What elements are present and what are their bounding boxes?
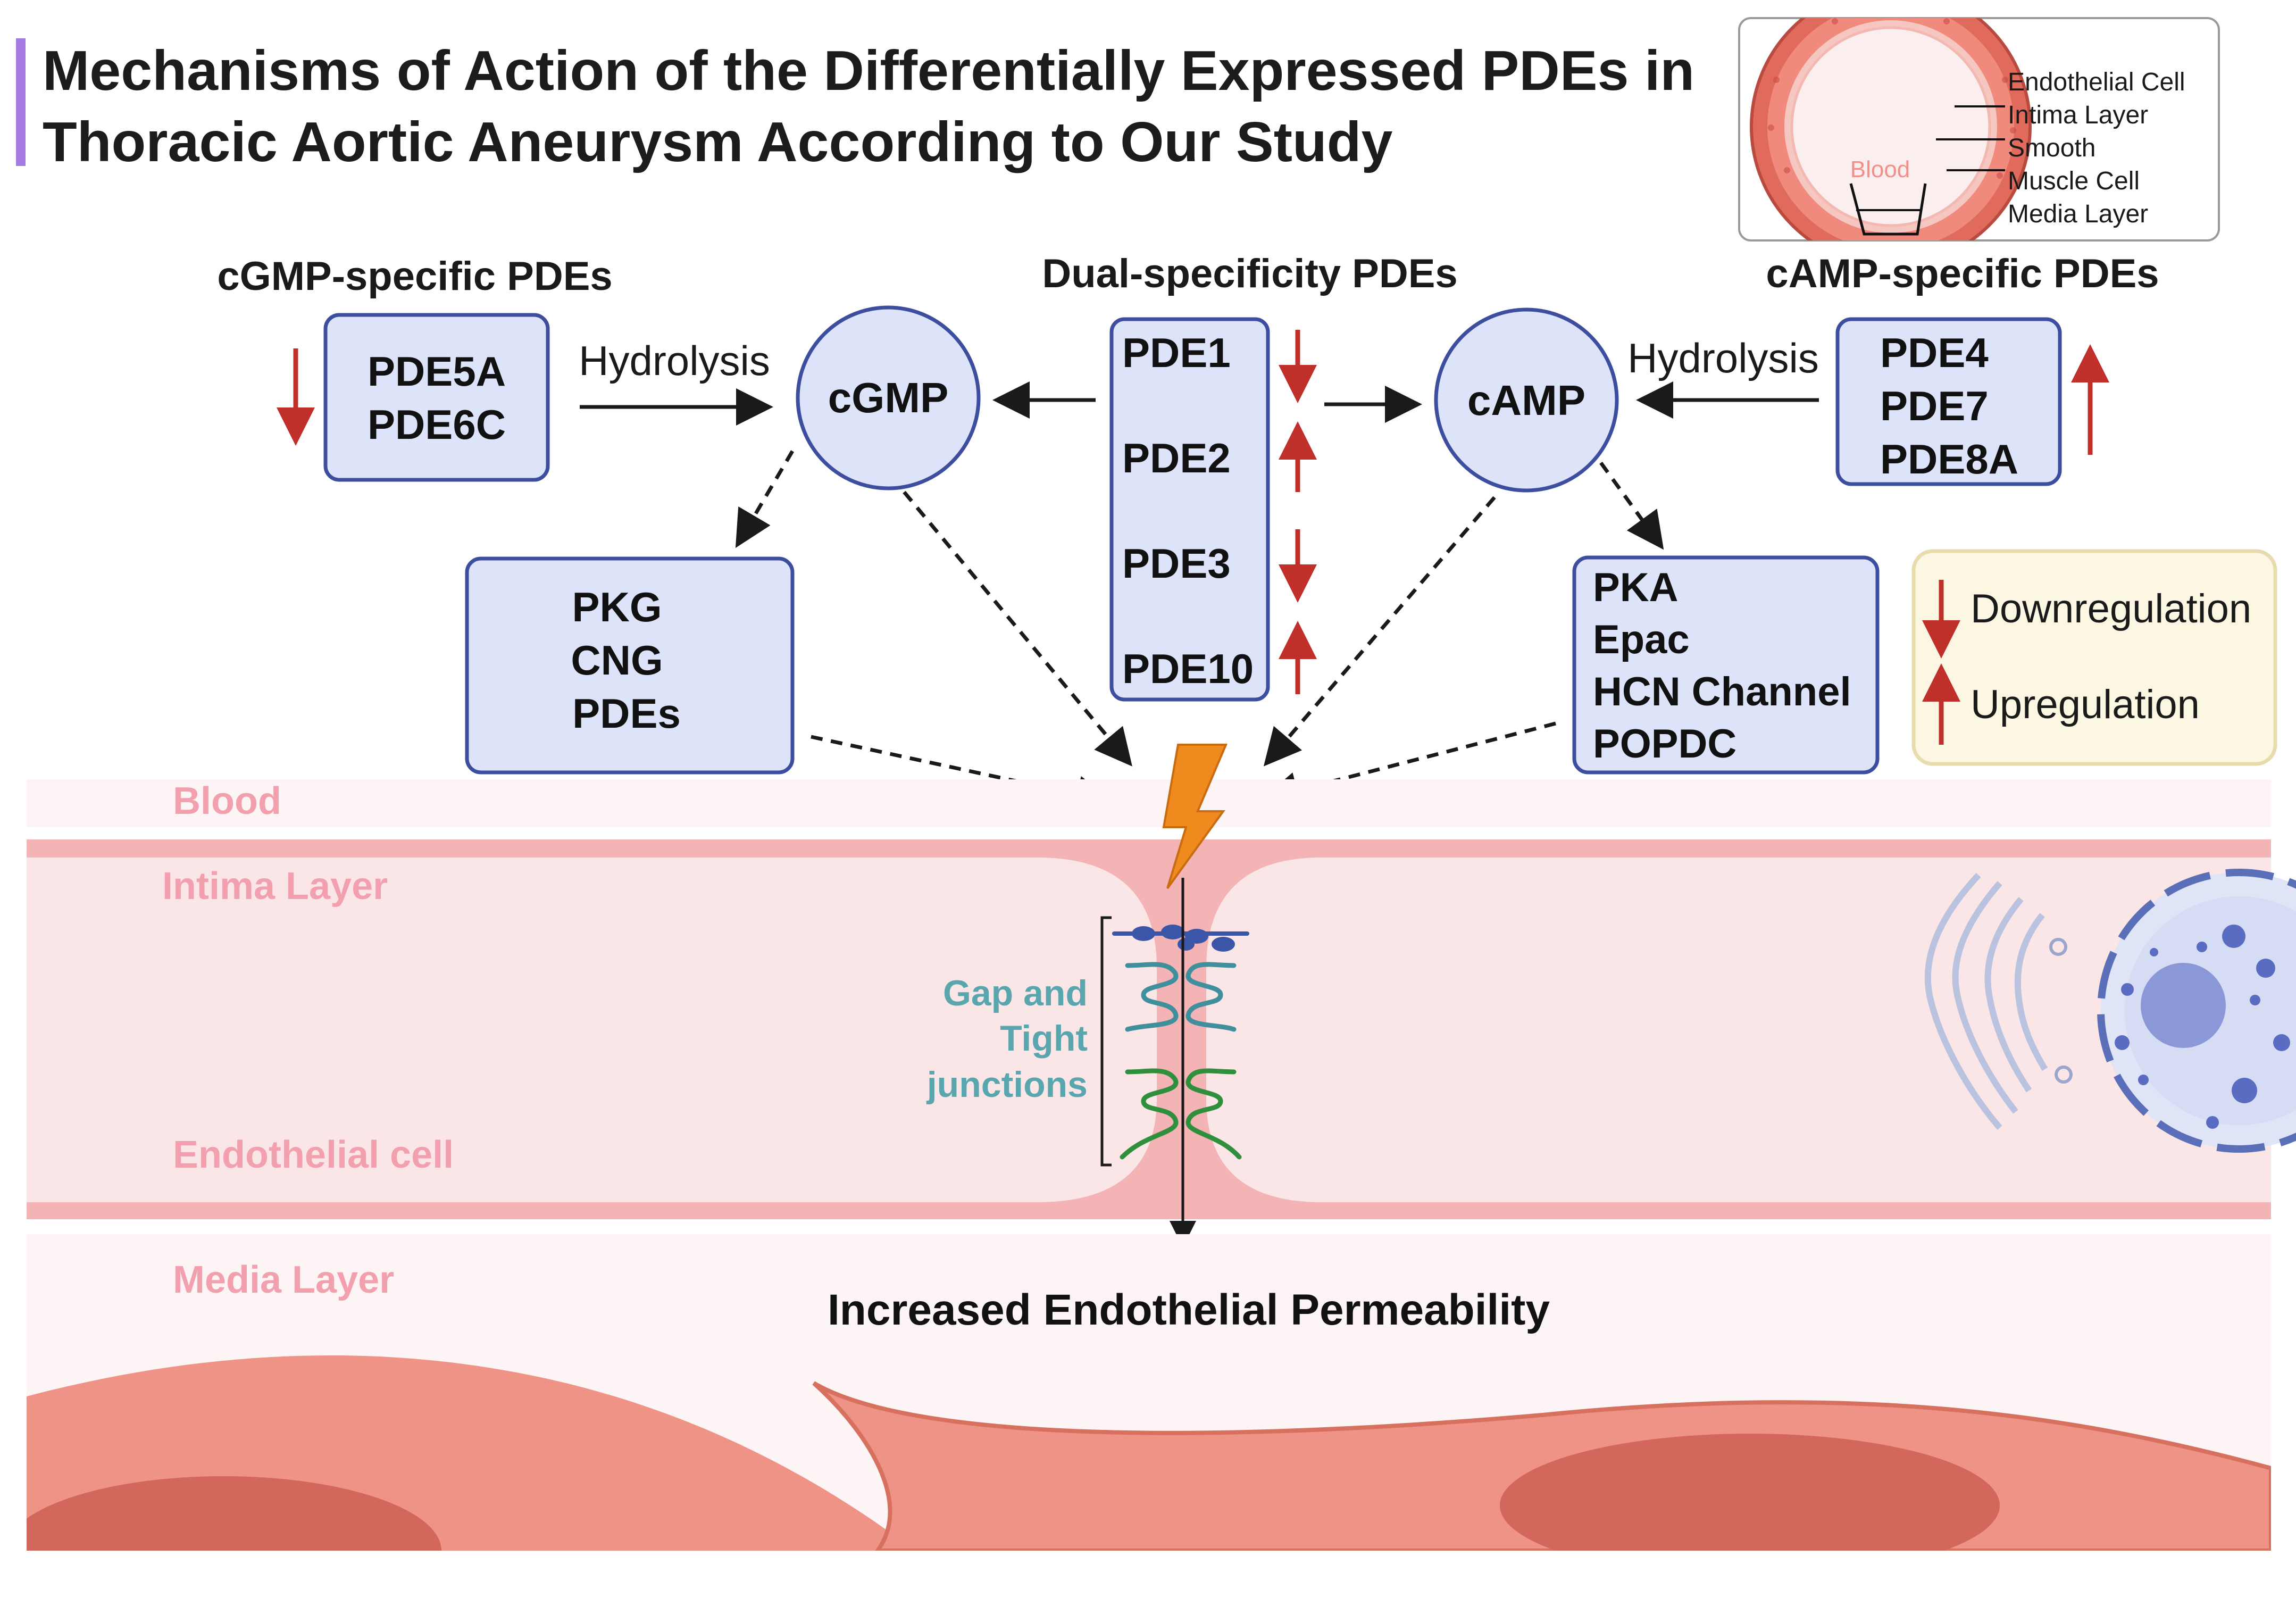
endothelial-label: Endothelial cell bbox=[173, 1134, 454, 1176]
dual-group-heading: Dual-specificity PDEs bbox=[1042, 251, 1457, 296]
legend-down-label: Downregulation bbox=[1971, 586, 2251, 631]
blood-band bbox=[27, 779, 2271, 827]
cgmp-to-effectors-arrow bbox=[735, 450, 795, 548]
endothelial-cell-right bbox=[1206, 858, 2271, 1202]
junction-bracket bbox=[1100, 916, 1112, 1167]
blood-label: Blood bbox=[173, 780, 281, 822]
inset-layer-2: Intima Layer bbox=[2008, 101, 2148, 129]
vessel-cross-section-icon: Blood Endothelial Cell Intima Layer Smoo… bbox=[1738, 17, 2220, 242]
camp-messenger bbox=[1434, 307, 1619, 493]
inset-layer-5: Media Layer bbox=[2008, 200, 2148, 228]
legend-box bbox=[1911, 549, 2277, 766]
inset-layer-3: Smooth bbox=[2008, 134, 2095, 162]
cgmp-label: cGMP bbox=[828, 374, 949, 421]
camp-to-effectors-arrow bbox=[1599, 461, 1664, 550]
camp-to-junction-arrow bbox=[1263, 496, 1496, 767]
cgmp-effector-2: CNG bbox=[571, 637, 663, 684]
smooth-muscle-cells bbox=[27, 1355, 2271, 1551]
cgmp-to-junction-arrow bbox=[903, 490, 1132, 767]
camp-effectors-box bbox=[1572, 555, 1880, 775]
cgmp-pde-box bbox=[323, 313, 550, 482]
media-label: Media Layer bbox=[173, 1259, 394, 1301]
endothelial-cell-left bbox=[27, 858, 1157, 1202]
page-title: Mechanisms of Action of the Differential… bbox=[43, 35, 1744, 178]
dual-pde-item-4: PDE10 bbox=[1122, 645, 1254, 692]
junction-label-2: Tight bbox=[1000, 1018, 1088, 1059]
camp-effector-2: Epac bbox=[1593, 617, 1690, 662]
cgmp-pde-item-2: PDE6C bbox=[368, 401, 506, 448]
camp-group-heading: cAMP-specific PDEs bbox=[1766, 251, 2159, 296]
legend-up-label: Upregulation bbox=[1971, 682, 2200, 727]
junction-label-1: Gap and bbox=[943, 973, 1088, 1013]
camp-label: cAMP bbox=[1467, 377, 1585, 424]
camp-pde-item-1: PDE4 bbox=[1880, 329, 1989, 376]
cgmp-effector-1: PKG bbox=[572, 584, 662, 630]
inset-layer-1: Endothelial Cell bbox=[2008, 68, 2185, 96]
dual-pde-item-2: PDE2 bbox=[1122, 435, 1231, 481]
camp-pde-item-3: PDE8A bbox=[1880, 436, 2018, 482]
lightning-bolt-icon bbox=[1162, 744, 1228, 889]
title-accent-bar bbox=[16, 38, 26, 166]
title-line-1: Mechanisms of Action of the Differential… bbox=[43, 39, 1695, 102]
camp-effector-3: HCN Channel bbox=[1593, 669, 1851, 714]
camp-pde-item-2: PDE7 bbox=[1880, 382, 1989, 429]
hydrolysis-left-label: Hydrolysis bbox=[579, 337, 770, 384]
cgmp-effector-3: PDEs bbox=[572, 690, 681, 737]
cgmp-group-heading: cGMP-specific PDEs bbox=[217, 254, 612, 299]
camp-effector-1: PKA bbox=[1593, 565, 1678, 610]
intima-label: Intima Layer bbox=[162, 865, 388, 908]
nucleus-icon bbox=[2097, 869, 2296, 1153]
inset-layer-4: Muscle Cell bbox=[2008, 167, 2140, 195]
cell-organelle-icon bbox=[1924, 872, 2073, 1130]
dual-pde-item-3: PDE3 bbox=[1122, 540, 1231, 587]
cgmp-pde-item-1: PDE5A bbox=[368, 348, 506, 395]
camp-effector-4: POPDC bbox=[1593, 721, 1736, 767]
junction-label-3: junctions bbox=[926, 1064, 1088, 1105]
dual-pde-box bbox=[1109, 317, 1270, 702]
cgmp-effectors-box bbox=[465, 556, 795, 775]
outcome-label: Increased Endothelial Permeability bbox=[828, 1286, 1550, 1334]
title-line-2: Thoracic Aortic Aneurysm According to Ou… bbox=[43, 111, 1393, 173]
hydrolysis-right-label: Hydrolysis bbox=[1627, 335, 1819, 381]
cgmp-messenger bbox=[796, 305, 981, 490]
inset-blood-label: Blood bbox=[1850, 156, 1910, 182]
camp-pde-box bbox=[1835, 317, 2062, 486]
dual-pde-item-1: PDE1 bbox=[1122, 329, 1231, 376]
